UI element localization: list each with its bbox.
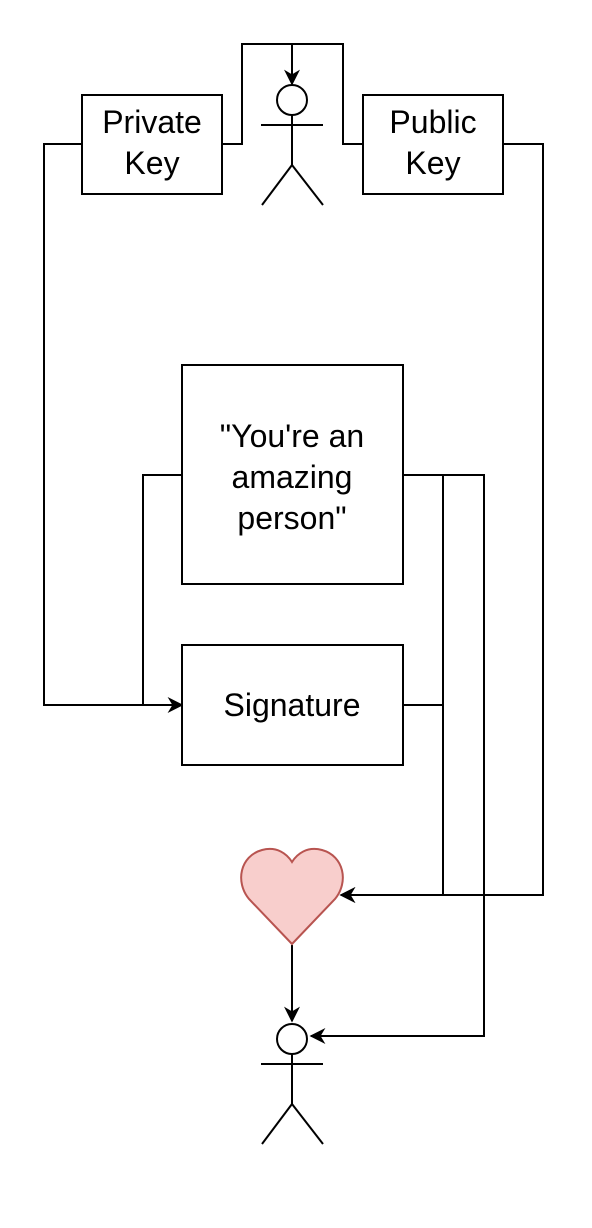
signature-node: Signature (181, 644, 404, 766)
signature-label: Signature (224, 687, 361, 723)
public-key-label-line2: Key (405, 145, 460, 181)
public-key-node: Public Key (362, 94, 504, 195)
private-key-label-line2: Key (124, 145, 179, 181)
message-to-recipient-edge (309, 474, 485, 1044)
message-node: "You're an amazing person" (181, 364, 404, 585)
message-to-signature-edge (142, 474, 182, 706)
private-key-to-signature-edge (43, 143, 184, 713)
private-key-node: Private Key (81, 94, 223, 195)
recipient-person-icon (261, 1023, 324, 1145)
private-key-label-line1: Private (102, 104, 202, 140)
private-key-to-sender-edge (222, 43, 292, 145)
message-line3: person" (237, 500, 346, 536)
message-line2: amazing (232, 459, 353, 495)
sender-person-icon (261, 84, 324, 206)
signature-to-heart-edge (403, 704, 444, 895)
heart-icon (240, 848, 344, 946)
public-key-label-line1: Public (389, 104, 476, 140)
public-key-to-sender-edge (284, 43, 363, 145)
message-line1: "You're an (220, 418, 364, 454)
